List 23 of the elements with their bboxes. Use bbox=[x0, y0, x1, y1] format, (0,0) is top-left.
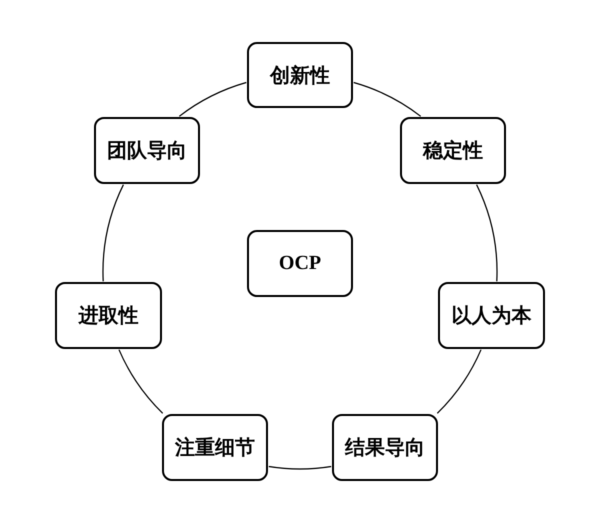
rounded-box bbox=[94, 117, 200, 184]
rounded-box bbox=[332, 414, 438, 481]
box-label: 稳定性 bbox=[423, 138, 483, 164]
rounded-box bbox=[247, 230, 353, 297]
rounded-box bbox=[55, 282, 162, 349]
rounded-box bbox=[162, 414, 268, 481]
circle-arc-connector bbox=[102, 184, 124, 282]
circle-arc-connector bbox=[178, 82, 246, 117]
box-label: 以人为本 bbox=[452, 304, 532, 329]
rounded-box bbox=[400, 117, 506, 184]
box-label: 结果导向 bbox=[345, 436, 425, 461]
rounded-box bbox=[247, 42, 353, 108]
circle-arc-connector bbox=[268, 466, 332, 470]
box-label: 注重细节 bbox=[175, 436, 255, 461]
rounded-box bbox=[438, 282, 545, 349]
box-label: 团队导向 bbox=[107, 139, 187, 164]
box-label: 进取性 bbox=[78, 304, 138, 329]
box-label: OCP bbox=[278, 252, 322, 275]
circle-arc-connector bbox=[436, 349, 482, 414]
circle-arc-connector bbox=[476, 184, 498, 282]
circle-arc-connector bbox=[118, 349, 164, 414]
circle-arc-connector bbox=[354, 82, 422, 117]
box-label: 创新性 bbox=[270, 64, 330, 88]
